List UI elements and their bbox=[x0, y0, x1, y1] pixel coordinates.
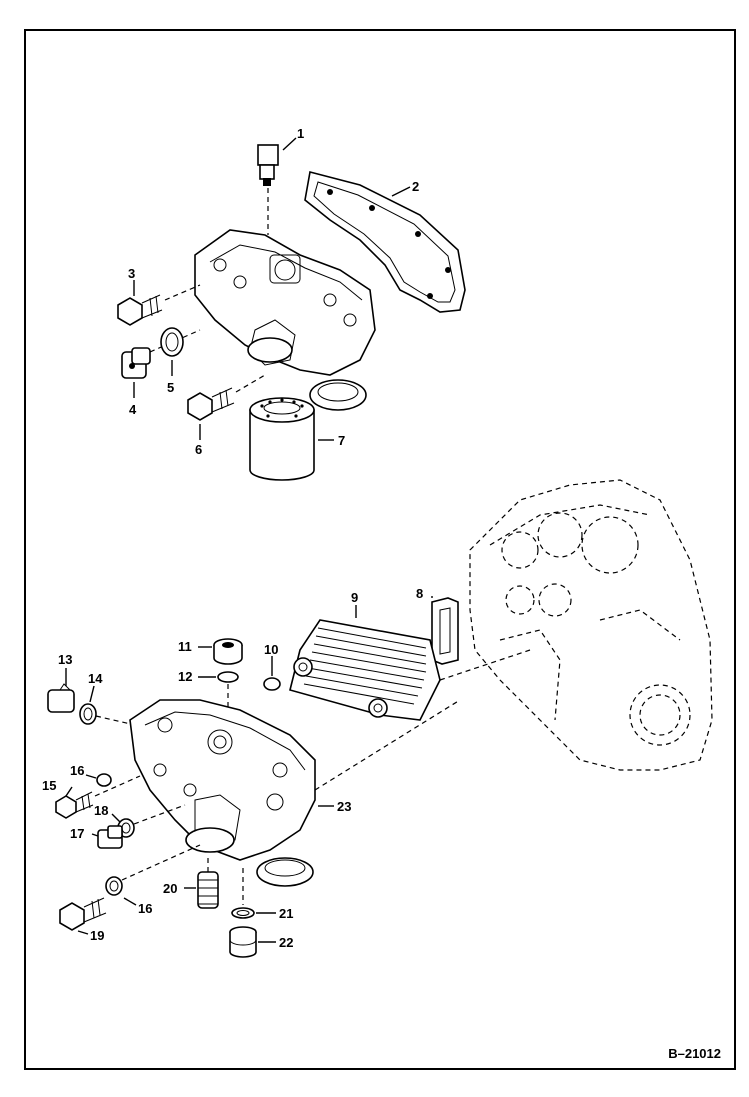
callout-1: 1 bbox=[297, 126, 304, 141]
callout-20: 20 bbox=[163, 881, 177, 896]
callout-15: 15 bbox=[42, 778, 56, 793]
callout-18: 18 bbox=[94, 803, 108, 818]
callout-11: 11 bbox=[178, 639, 192, 654]
o-ring-part-12 bbox=[217, 671, 239, 683]
plug-part-22 bbox=[229, 926, 257, 958]
callout-12: 12 bbox=[178, 669, 192, 684]
callout-4: 4 bbox=[129, 402, 137, 417]
callout-10: 10 bbox=[264, 642, 278, 657]
callout-16-lower: 16 bbox=[138, 901, 152, 916]
bolt-part-6 bbox=[187, 387, 235, 421]
bolt-part-3 bbox=[117, 294, 163, 326]
o-ring-part-16-upper bbox=[96, 773, 112, 787]
o-ring-part-21 bbox=[231, 907, 255, 919]
callout-17: 17 bbox=[70, 826, 84, 841]
callout-23: 23 bbox=[337, 799, 351, 814]
engine-block-outline bbox=[469, 479, 713, 771]
callout-21: 21 bbox=[279, 906, 293, 921]
callout-5: 5 bbox=[167, 380, 174, 395]
plug-part-17 bbox=[97, 825, 123, 849]
bolt-part-19 bbox=[59, 897, 107, 931]
callout-7: 7 bbox=[338, 433, 345, 448]
callout-3: 3 bbox=[128, 266, 135, 281]
upper-assembly bbox=[117, 144, 466, 481]
leader-lines bbox=[65, 137, 433, 943]
o-ring-part-16-lower bbox=[105, 876, 123, 896]
gasket-part-8 bbox=[431, 597, 459, 665]
callout-13: 13 bbox=[58, 652, 72, 667]
oil-filter-part bbox=[249, 397, 315, 481]
lower-assembly bbox=[47, 597, 531, 958]
callout-8: 8 bbox=[416, 586, 423, 601]
plug-part-13 bbox=[47, 683, 75, 713]
pressure-switch-part bbox=[257, 144, 279, 186]
drawing-frame bbox=[24, 29, 736, 1070]
bolt-part-15 bbox=[55, 791, 94, 819]
callout-2: 2 bbox=[412, 179, 419, 194]
o-ring-part-5 bbox=[160, 327, 184, 357]
callout-19: 19 bbox=[90, 928, 104, 943]
o-ring-part-14 bbox=[79, 703, 97, 725]
callout-16-upper: 16 bbox=[70, 763, 84, 778]
spring-part-20 bbox=[197, 871, 219, 909]
plug-part-11 bbox=[213, 638, 243, 665]
callout-6: 6 bbox=[195, 442, 202, 457]
drawing-number: B–21012 bbox=[668, 1046, 721, 1061]
callout-labels: 1 2 3 4 5 6 7 8 9 10 11 12 13 14 15 16 1… bbox=[42, 126, 423, 950]
gasket-part bbox=[304, 171, 466, 313]
upper-filter-housing bbox=[194, 229, 376, 411]
o-ring-part-10 bbox=[263, 677, 281, 691]
callout-22: 22 bbox=[279, 935, 293, 950]
oil-cooler-part bbox=[289, 619, 441, 721]
callout-14: 14 bbox=[88, 671, 103, 686]
plug-part-4 bbox=[121, 347, 151, 379]
lower-filter-housing bbox=[129, 699, 316, 887]
callout-9: 9 bbox=[351, 590, 358, 605]
